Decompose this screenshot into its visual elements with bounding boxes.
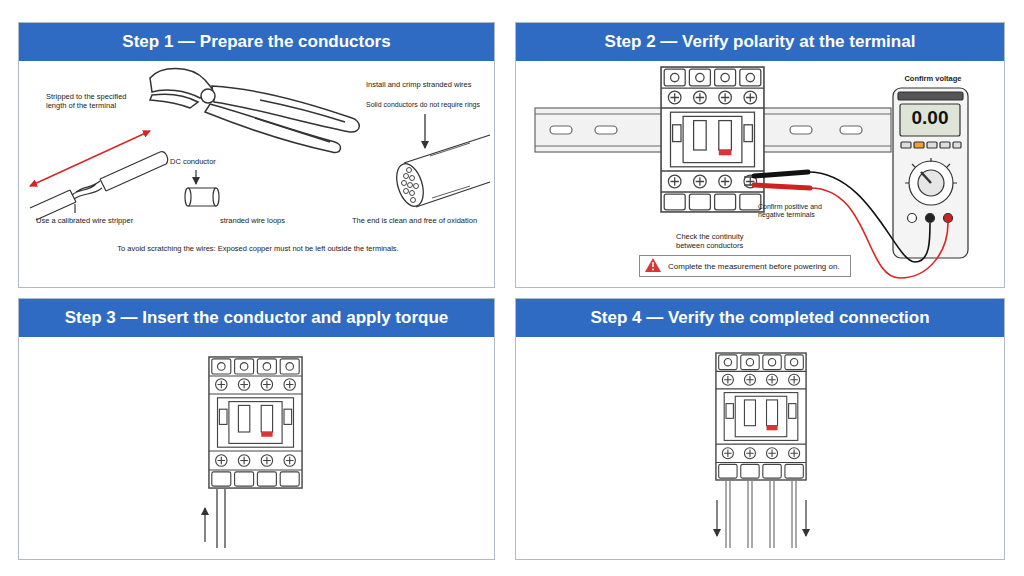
din-rail	[840, 126, 862, 134]
stripped-wire	[30, 190, 76, 220]
panel-title: Step 4 — Verify the completed connection	[590, 308, 929, 328]
annotation: Check the continuity between conductors	[676, 232, 766, 250]
multimeter	[953, 142, 961, 148]
wire-stripper	[260, 100, 345, 122]
circuit-breaker	[661, 67, 764, 212]
circuit-breaker	[209, 357, 302, 488]
stranded-wire	[407, 168, 412, 173]
wire-stripper	[255, 118, 330, 142]
stranded-wire	[424, 114, 425, 148]
stranded-wire	[408, 183, 413, 188]
multimeter	[926, 214, 935, 223]
header-band: Step 1 — Prepare the conductors	[19, 23, 494, 61]
warning-icon	[645, 258, 661, 272]
test-leads	[754, 172, 808, 176]
annotation: Confirm voltage	[893, 74, 973, 83]
step-panel: Step 4 — Verify the completed connection	[515, 298, 1005, 560]
annotation: To avoid scratching the wires: Exposed c…	[40, 244, 476, 253]
wire-stripper	[212, 86, 359, 132]
ferrule	[195, 170, 196, 184]
din-rail	[790, 126, 812, 134]
stripped-wire	[100, 152, 168, 191]
stranded-wire	[414, 184, 419, 189]
annotation: stranded wire loops	[220, 216, 320, 225]
header-band: Step 4 — Verify the completed connection	[516, 299, 1004, 337]
header-band: Step 2 — Verify polarity at the terminal	[516, 23, 1004, 61]
annotation: Stripped to the specified length of the …	[46, 92, 146, 110]
stranded-wire	[410, 191, 415, 196]
annotation: DC conductor	[170, 157, 240, 166]
test-leads	[754, 185, 810, 188]
inserted-wire	[204, 508, 205, 542]
stranded-wire	[402, 181, 407, 186]
stranded-wire	[392, 160, 428, 209]
stripped-wire	[74, 204, 75, 213]
multimeter	[914, 142, 924, 148]
stripped-wire	[70, 179, 106, 202]
din-rail	[550, 126, 572, 134]
warning-icon	[645, 258, 661, 272]
multimeter	[908, 214, 917, 223]
stranded-wire	[410, 176, 415, 181]
warning-box: Complete the measurement before powering…	[639, 255, 851, 277]
step-panel: Step 3 — Insert the conductor and apply …	[18, 298, 495, 560]
stranded-wire	[402, 168, 419, 203]
stripped-wire	[72, 181, 102, 199]
inserted-wire	[205, 489, 225, 548]
stripped-wire	[30, 152, 168, 220]
stranded-wire	[430, 143, 470, 198]
ferrule	[185, 170, 219, 206]
connected-wires	[717, 481, 806, 548]
stranded-wire	[404, 189, 409, 194]
warning-text: Complete the measurement before powering…	[668, 262, 840, 271]
multimeter	[900, 104, 960, 136]
annotation: The end is clean and free of oxidation	[352, 216, 492, 225]
multimeter	[921, 172, 931, 183]
ferrule	[185, 188, 191, 206]
wire-stripper	[201, 89, 215, 103]
multimeter	[918, 170, 944, 196]
stranded-wire	[392, 114, 490, 210]
connected-wires	[805, 500, 806, 536]
multimeter	[927, 142, 937, 148]
ferrule	[188, 188, 216, 206]
stranded-wire	[411, 198, 416, 203]
annotation: Use a calibrated wire stripper	[36, 216, 166, 225]
panel-title: Step 2 — Verify polarity at the terminal	[605, 32, 916, 52]
wire-stripper	[205, 104, 340, 153]
circuit-breaker	[716, 353, 806, 480]
annotation: Solid conductors do not require rings	[366, 101, 492, 109]
stranded-wire	[404, 174, 409, 179]
multimeter	[940, 142, 950, 148]
multimeter	[909, 161, 953, 205]
header-band: Step 3 — Insert the conductor and apply …	[19, 299, 494, 337]
warning-icon	[652, 269, 654, 271]
length-arrow	[30, 131, 150, 186]
length-arrow	[30, 131, 150, 186]
wire-stripper	[150, 69, 359, 153]
panel-title: Step 3 — Insert the conductor and apply …	[65, 308, 449, 328]
step-panel: Step 2 — Verify polarity at the terminal…	[515, 22, 1005, 288]
multimeter	[944, 214, 953, 223]
connected-wires	[726, 481, 796, 548]
din-rail	[595, 126, 617, 134]
warning-icon	[652, 262, 654, 267]
annotation: Install and crimp stranded wires	[366, 80, 492, 89]
inserted-wire	[217, 489, 225, 548]
ferrule	[213, 188, 219, 206]
multimeter	[898, 92, 963, 100]
connected-wires	[716, 500, 717, 536]
annotation: Confirm positive and negative terminals	[758, 203, 834, 220]
test-leads	[808, 172, 930, 262]
meter-reading: 0.00	[900, 107, 960, 130]
multimeter	[905, 158, 957, 183]
multimeter	[901, 142, 911, 148]
wire-stripper	[150, 94, 198, 108]
panel-title: Step 1 — Prepare the conductors	[122, 32, 390, 52]
